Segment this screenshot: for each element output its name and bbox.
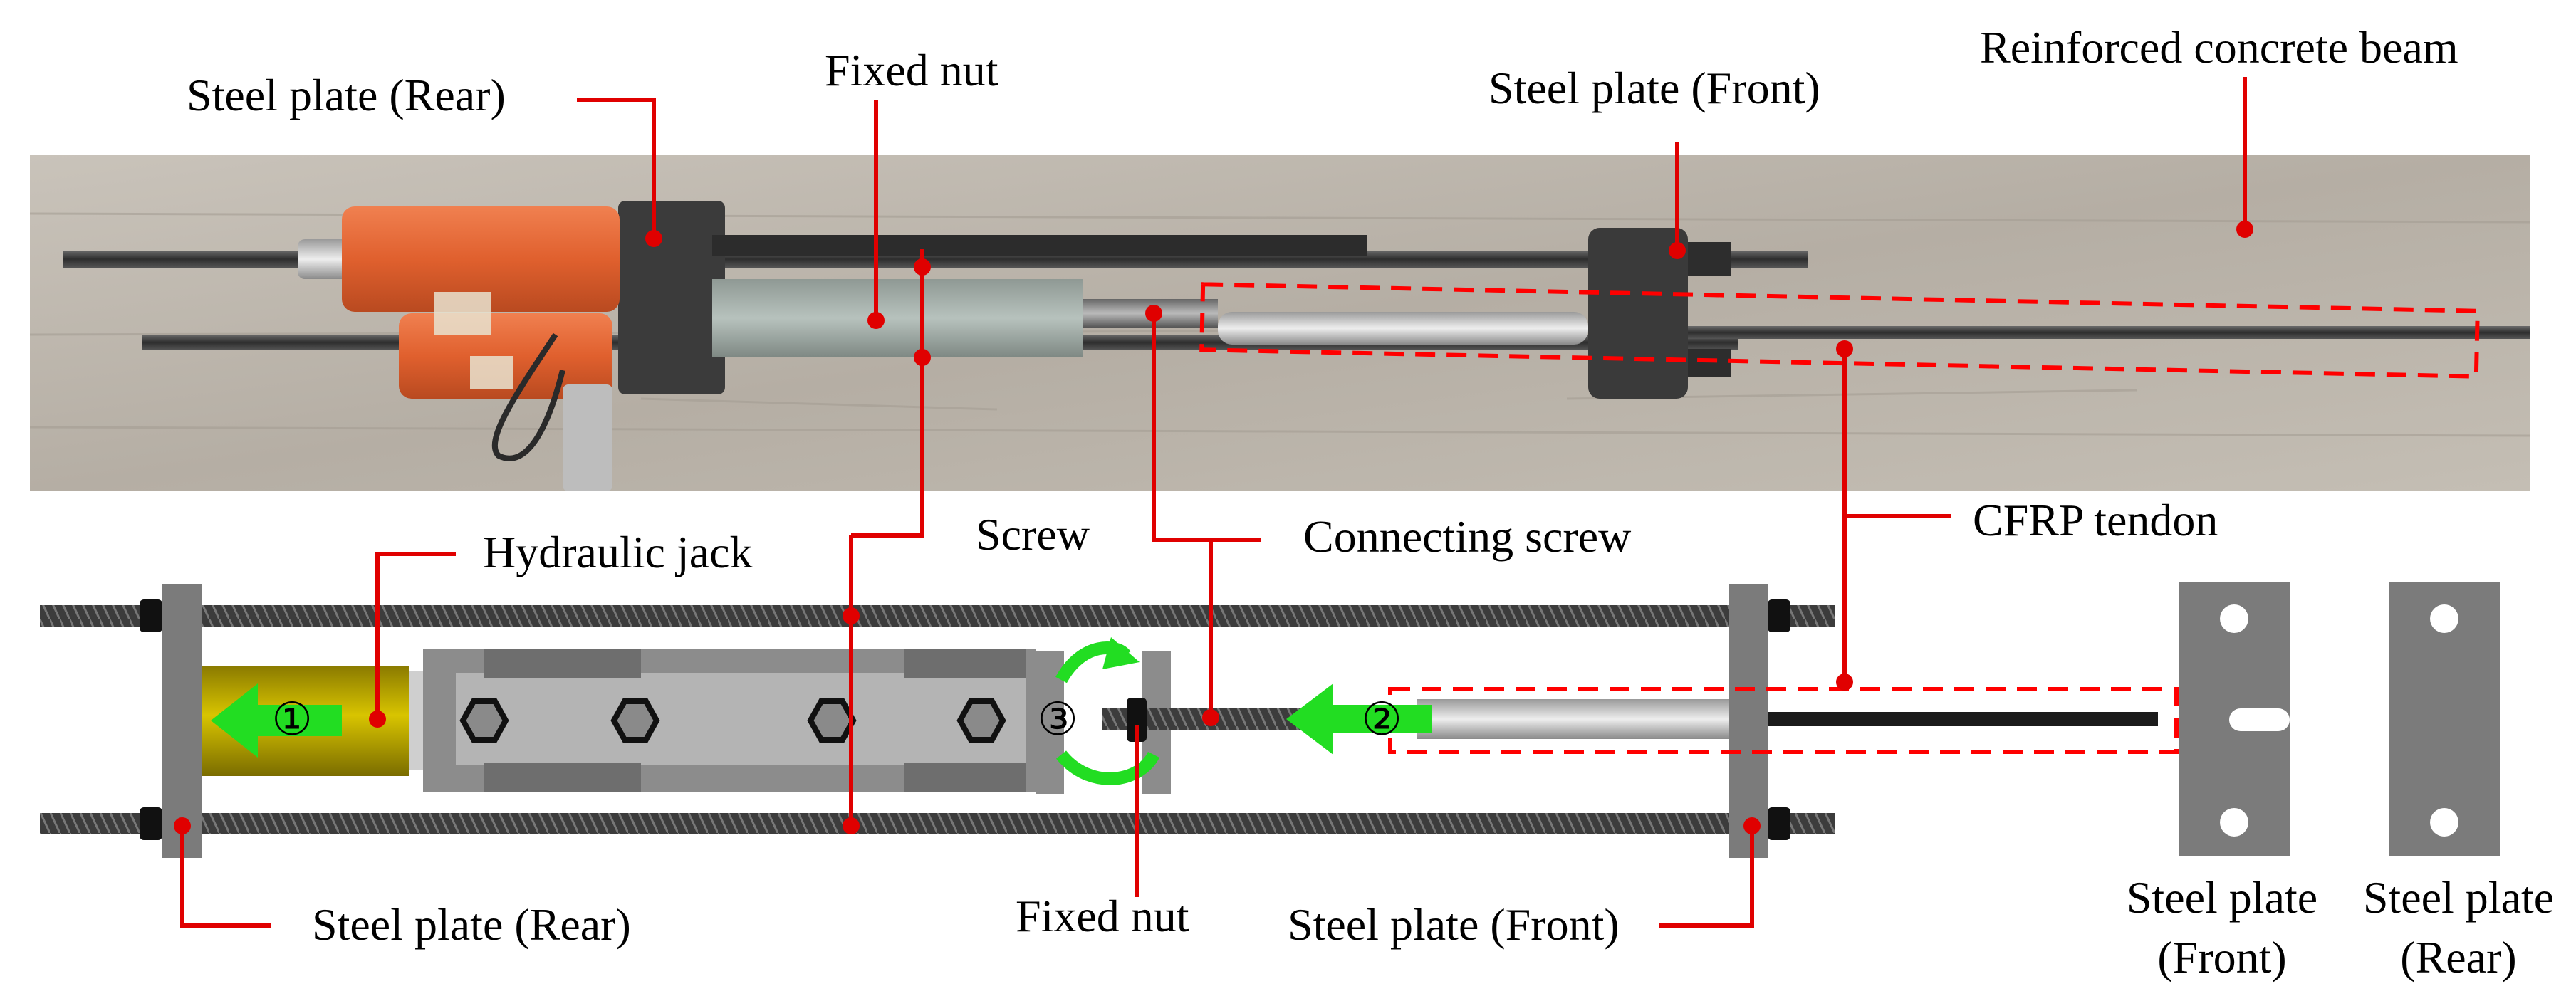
cfrp-anchor-sleeve (1218, 312, 1588, 345)
schematic-screw-lower (40, 813, 1835, 834)
plate-detail (2179, 582, 2500, 856)
hose-coupling (563, 384, 612, 491)
coupler-frame-top (712, 235, 1367, 256)
hex-nut-icon (807, 698, 857, 743)
rear-plate-hole-top (2430, 604, 2458, 633)
label-plate-front-line1: Steel plate (2127, 872, 2317, 923)
front-plate-nut-top (1688, 242, 1731, 276)
hex-nut-icons (459, 698, 1006, 743)
label-hydraulic-jack: Hydraulic jack (483, 527, 753, 577)
schematic-front-steel-plate (1729, 584, 1768, 858)
front-steel-plate-photo (1588, 228, 1688, 399)
label-steel-plate-front-schematic: Steel plate (Front) (1288, 899, 1620, 950)
leader-screw (851, 249, 924, 538)
leader-hydraulic-jack (375, 552, 456, 719)
rear-steel-plate-photo (618, 201, 725, 394)
label-steel-plate-rear-schematic: Steel plate (Rear) (312, 899, 631, 950)
hydraulic-hose (491, 332, 565, 461)
rear-plate-hole-bottom (2430, 808, 2458, 837)
hex-nut-icon (956, 698, 1006, 743)
coupler-tab-2 (904, 649, 1026, 678)
jack-label-sticker-2 (470, 356, 513, 389)
coupler-block-photo (712, 279, 1083, 357)
schematic-fixed-nut (1127, 698, 1147, 742)
arrow-tendon-pull-icon (1286, 683, 1432, 755)
step-1-label: ① (271, 693, 312, 746)
label-fixed-nut-photo: Fixed nut (825, 45, 998, 95)
cfrp-dashed-box-photo (1199, 282, 2480, 379)
rear-nut-upper (140, 599, 162, 632)
hydraulic-jack-photo-upper (342, 206, 620, 312)
leader-steel-plate-rear-photo (577, 98, 656, 239)
step-markers: ① ③ ② (271, 693, 1402, 746)
coupler-tab-4 (904, 763, 1026, 792)
leader-dot (1202, 709, 1219, 726)
step-3-label: ③ (1037, 693, 1078, 746)
leader-dot (1145, 305, 1162, 322)
label-steel-plate-front-photo: Steel plate (Front) (1488, 63, 1820, 113)
label-plate-rear-line2: (Rear) (2400, 932, 2516, 983)
leader-dot (645, 230, 662, 247)
step-2-label: ② (1361, 693, 1402, 746)
labels: Steel plate (Rear) Fixed nut Steel plate… (187, 22, 2554, 983)
front-plate-hole-bottom (2220, 808, 2248, 837)
schematic-rear-steel-plate (162, 584, 202, 858)
rear-nut-lower (140, 807, 162, 840)
leader-dots (174, 221, 2253, 834)
leader-dot (1743, 817, 1761, 834)
leader-dot (867, 312, 885, 329)
leader-dot (843, 817, 860, 834)
schematic-screw-upper (40, 605, 1835, 627)
leader-dot (914, 258, 931, 276)
label-cfrp-tendon: CFRP tendon (1973, 495, 2218, 545)
leader-dot (174, 817, 191, 834)
schematic-panel (40, 584, 2179, 858)
hex-nut-icon (459, 698, 509, 743)
coupler-tab-3 (484, 763, 641, 792)
label-fixed-nut-schematic: Fixed nut (1016, 891, 1189, 941)
jack-piston (409, 671, 423, 770)
leader-dot (914, 349, 931, 366)
label-rc-beam: Reinforced concrete beam (1980, 22, 2458, 73)
leader-steel-plate-rear-schematic (180, 826, 271, 928)
arrow-rotate-head-icon (1102, 637, 1140, 669)
schematic-cfrp-sleeve (1417, 699, 1731, 739)
label-plate-rear-line1: Steel plate (2363, 872, 2554, 923)
coupler-tab-1 (484, 649, 641, 678)
leader-dot (1669, 242, 1686, 259)
leader-dot (1836, 340, 1853, 357)
label-steel-plate-rear-photo: Steel plate (Rear) (187, 70, 506, 120)
cfrp-tendon-photo (1688, 326, 2530, 339)
leader-steel-plate-front-schematic (1659, 826, 1754, 928)
leader-dot (843, 607, 860, 624)
front-nut-lower (1768, 807, 1790, 840)
leader-dot (2236, 221, 2253, 238)
coupler-inner (456, 673, 1026, 765)
label-screw: Screw (976, 509, 1090, 560)
front-nut-upper (1768, 599, 1790, 632)
jack-label-sticker (434, 292, 491, 335)
schematic-cfrp-tendon (1731, 712, 2158, 726)
leader-dot (369, 711, 386, 728)
front-plate-nut-bottom (1688, 349, 1731, 377)
leader-dot (1836, 674, 1853, 691)
hex-nut-icon (610, 698, 660, 743)
arrow-jack-push-icon (211, 683, 342, 758)
front-plate-hole-top (2220, 604, 2248, 633)
leader-lines (180, 77, 2247, 928)
photo-panel (29, 155, 2530, 491)
label-connecting-screw: Connecting screw (1303, 511, 1631, 562)
front-plate-slot (2229, 708, 2290, 731)
label-plate-front-line2: (Front) (2157, 932, 2286, 983)
rear-rod-cap (298, 239, 353, 279)
